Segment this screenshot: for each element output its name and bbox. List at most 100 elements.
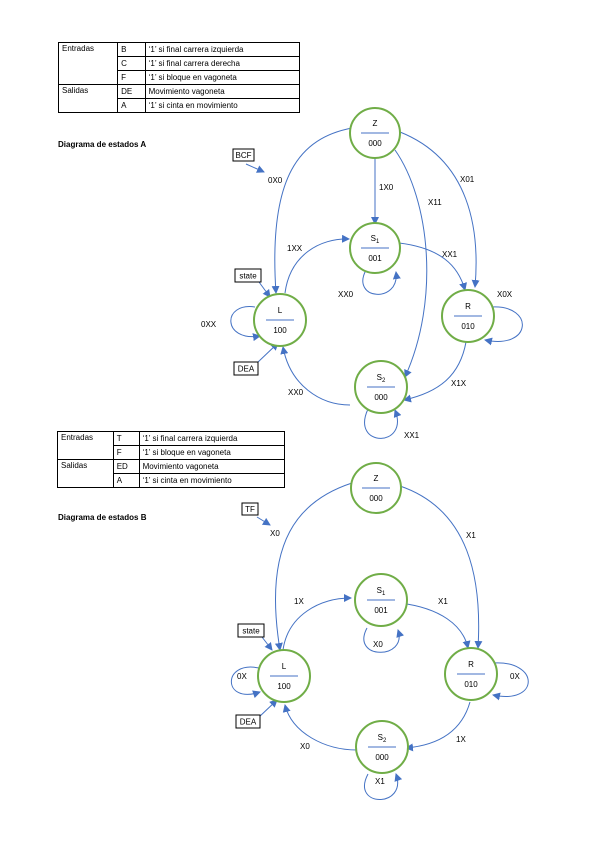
state-a-r-output: 010 bbox=[461, 322, 475, 331]
state-name-letter: S bbox=[371, 234, 376, 243]
edge-label-b-s2-l: X0 bbox=[300, 742, 310, 751]
table-row: Entradas B ‘1’ si final carrera izquierd… bbox=[57, 42, 301, 85]
edge-b-state-arrow bbox=[261, 636, 273, 651]
table-row: A ‘1’ si cinta en movimiento bbox=[59, 98, 301, 113]
diagram-a: BCF state DEA 0X0 1X0 X11 X01 1XX 0XX XX… bbox=[201, 107, 523, 440]
state-a-r: R 010 bbox=[441, 289, 495, 343]
diagram-b-title: Diagrama de estados B bbox=[58, 513, 147, 522]
state-a-l: L 100 bbox=[253, 293, 307, 347]
state-b-z-name: Z bbox=[374, 474, 379, 483]
input-box-b-label: TF bbox=[245, 505, 255, 514]
state-a-s2: S2 000 bbox=[354, 360, 408, 414]
state-box-b-label: state bbox=[242, 627, 260, 636]
edge-a-s1-self bbox=[362, 269, 401, 295]
state-a-s1-output: 001 bbox=[368, 254, 382, 263]
edge-label-a-z-s1: 1X0 bbox=[379, 183, 394, 192]
edge-a-r-s2 bbox=[403, 341, 467, 403]
edge-b-r-self bbox=[492, 662, 529, 701]
io-table-b: Entradas T ‘1’ si final carrera izquierd… bbox=[57, 431, 286, 488]
state-b-s2-output: 000 bbox=[375, 753, 389, 762]
edge-b-z-l bbox=[274, 482, 353, 651]
table-row: C ‘1’ si final carrera derecha bbox=[59, 56, 301, 71]
edge-label-b-l-s1: 1X bbox=[294, 597, 304, 606]
state-box-a: state bbox=[234, 268, 262, 283]
edge-a-r-self bbox=[484, 306, 523, 346]
table-cell-code: A bbox=[117, 98, 146, 113]
state-name-subscript: 1 bbox=[376, 239, 380, 245]
state-a-z-output: 000 bbox=[368, 139, 382, 148]
state-b-s2: S2 000 bbox=[355, 720, 409, 774]
edge-label-a-r-self: X0X bbox=[497, 290, 513, 299]
state-b-s1: S1 001 bbox=[354, 573, 408, 627]
table-cell-group: Entradas bbox=[57, 42, 119, 85]
edge-label-b-s1-self: X0 bbox=[373, 640, 383, 649]
edge-label-a-z-r: X01 bbox=[460, 175, 475, 184]
edge-label-a-z-s2: X11 bbox=[428, 198, 442, 207]
edge-label-a-s1-self: XX0 bbox=[338, 290, 354, 299]
edge-b-input-arrow bbox=[256, 516, 271, 526]
input-box-b: TF bbox=[241, 502, 259, 516]
output-box-a-label: DEA bbox=[238, 365, 255, 374]
table-row: F ‘1’ si bloque en vagoneta bbox=[59, 70, 301, 85]
io-table-a: Entradas B ‘1’ si final carrera izquierd… bbox=[57, 42, 301, 113]
state-b-s2-name: S2 bbox=[378, 733, 387, 744]
table-cell-group: Salidas bbox=[57, 84, 119, 113]
state-b-l-name: L bbox=[282, 662, 287, 671]
edge-a-s1-r bbox=[398, 242, 467, 291]
state-name-subscript: 1 bbox=[382, 591, 386, 597]
edge-label-b-r-self: 0X bbox=[510, 672, 520, 681]
table-row: A ‘1’ si cinta en movimiento bbox=[58, 473, 286, 488]
edge-a-l-s1 bbox=[284, 234, 350, 294]
table-row: F ‘1’ si bloque en vagoneta bbox=[58, 445, 286, 460]
edge-label-b-z-l: X0 bbox=[270, 529, 280, 538]
edge-b-l-s1 bbox=[282, 594, 352, 651]
edge-label-b-s2-self: X1 bbox=[375, 777, 385, 786]
edge-b-output-arrow bbox=[257, 699, 278, 719]
diagram-b: TF state DEA X0 X1 1X X1 0X X0 0X 1X X0 … bbox=[230, 462, 529, 800]
state-b-z: Z 000 bbox=[350, 462, 402, 514]
edge-a-z-s2 bbox=[394, 149, 428, 378]
edge-b-s1-self bbox=[363, 627, 404, 653]
edge-a-z-l bbox=[271, 127, 353, 294]
state-b-r-output: 010 bbox=[464, 680, 478, 689]
edge-a-l-self bbox=[230, 306, 261, 342]
state-name-subscript: 2 bbox=[382, 378, 386, 384]
table-cell-group: Salidas bbox=[57, 459, 114, 488]
edge-label-a-s2-l: XX0 bbox=[288, 388, 304, 397]
edge-b-s2-self bbox=[364, 773, 403, 800]
edge-label-b-r-s2: 1X bbox=[456, 735, 466, 744]
state-box-a-label: state bbox=[239, 272, 257, 281]
state-b-r-name: R bbox=[468, 660, 474, 669]
output-box-a: DEA bbox=[233, 361, 259, 376]
state-a-l-name: L bbox=[278, 306, 283, 315]
edge-a-s2-self bbox=[364, 408, 402, 439]
edge-label-a-s1-r: XX1 bbox=[442, 250, 458, 259]
edge-label-a-z-l: 0X0 bbox=[268, 176, 283, 185]
edge-a-state-arrow bbox=[258, 281, 271, 298]
edge-b-l-self bbox=[230, 666, 261, 699]
edge-label-a-s2-self: XX1 bbox=[404, 431, 420, 440]
state-name-subscript: 2 bbox=[383, 738, 387, 744]
table-row: Salidas ED Movimiento vagoneta bbox=[57, 459, 286, 488]
edge-b-s1-r bbox=[399, 602, 471, 649]
edge-label-b-z-r: X1 bbox=[466, 531, 476, 540]
edge-a-z-r bbox=[399, 131, 480, 288]
input-box-a: BCF bbox=[232, 148, 255, 162]
state-a-s2-name: S2 bbox=[377, 373, 386, 384]
state-box-b: state bbox=[237, 623, 265, 638]
edge-label-b-l-self: 0X bbox=[237, 672, 247, 681]
edge-b-s2-l bbox=[282, 704, 358, 751]
state-a-s1: S1 001 bbox=[349, 222, 401, 274]
table-cell-desc: ‘1’ si cinta en movimiento bbox=[144, 98, 301, 113]
state-b-l: L 100 bbox=[257, 649, 311, 703]
diagram-a-title: Diagrama de estados A bbox=[58, 140, 147, 149]
edge-label-a-l-self: 0XX bbox=[201, 320, 217, 329]
edge-a-s2-l bbox=[280, 346, 351, 406]
edge-b-z-r bbox=[399, 485, 483, 649]
state-b-s1-name: S1 bbox=[377, 586, 386, 597]
output-box-b-label: DEA bbox=[240, 718, 257, 727]
state-b-r: R 010 bbox=[444, 647, 498, 701]
state-b-z-output: 000 bbox=[369, 494, 383, 503]
state-a-s2-output: 000 bbox=[374, 393, 388, 402]
